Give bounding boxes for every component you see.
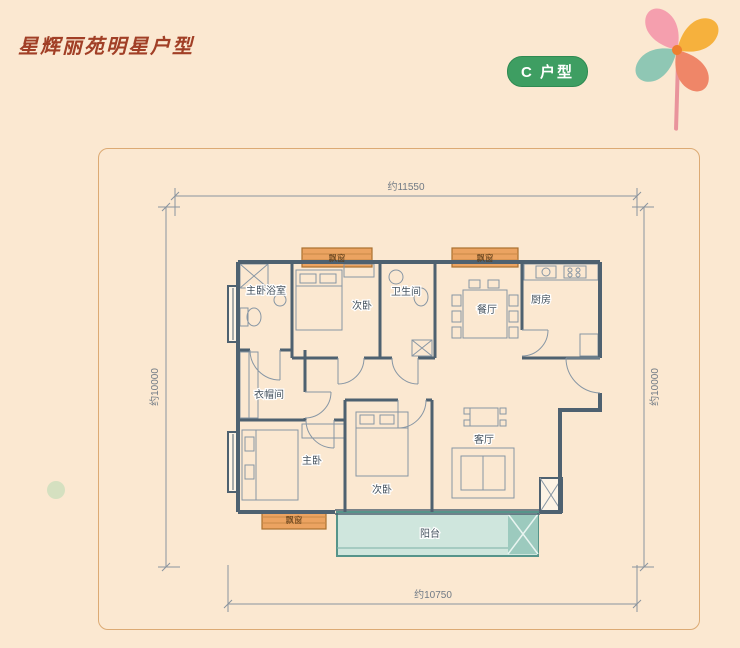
exterior-walls (236, 260, 602, 514)
room-label-bedroom-top: 次卧 (352, 299, 372, 312)
room-label-cloakroom: 衣帽间 (254, 388, 284, 401)
pinwheel-icon (635, 8, 719, 131)
bay-window-label-top-left: 飘窗 (328, 253, 345, 263)
bay-window-label-top-right: 飘窗 (476, 253, 493, 263)
door-arcs (249, 329, 601, 449)
dimension-top-label: 约11550 (387, 180, 425, 193)
room-label-master-bath: 主卧浴室 (246, 284, 286, 297)
room-label-kitchen: 厨房 (531, 293, 551, 306)
window-slider-lines (335, 509, 540, 515)
balcony-hatch-lines (507, 513, 539, 555)
interior-walls (238, 262, 600, 512)
green-dot-decoration (47, 481, 65, 499)
pinwheel-blade-yellow (677, 18, 719, 52)
bay-window-label-bottom: 飘窗 (285, 515, 302, 525)
dimension-right-label: 约10000 (648, 368, 661, 406)
dimension-bottom-label: 约10750 (414, 588, 452, 601)
pinwheel-blade-teal (635, 48, 677, 82)
unit-type-badge: C 户型 (507, 56, 589, 87)
room-label-bedroom-bottom: 次卧 (372, 483, 392, 496)
room-label-living: 客厅 (474, 433, 494, 446)
pinwheel-blade-orange (675, 50, 709, 92)
room-label-bathroom: 卫生间 (391, 285, 421, 298)
pinwheel-center (672, 45, 682, 55)
room-label-master-bedroom: 主卧 (302, 454, 322, 467)
room-label-dining: 餐厅 (477, 303, 497, 316)
plan-frame-border (98, 148, 700, 630)
pinwheel-blade-pink (645, 8, 679, 50)
balcony (336, 511, 539, 557)
dimension-lines (158, 188, 654, 612)
room-label-balcony: 阳台 (420, 527, 440, 540)
dimension-left-label: 约10000 (148, 368, 161, 406)
page-title: 星辉丽苑明星户型 (18, 36, 194, 58)
